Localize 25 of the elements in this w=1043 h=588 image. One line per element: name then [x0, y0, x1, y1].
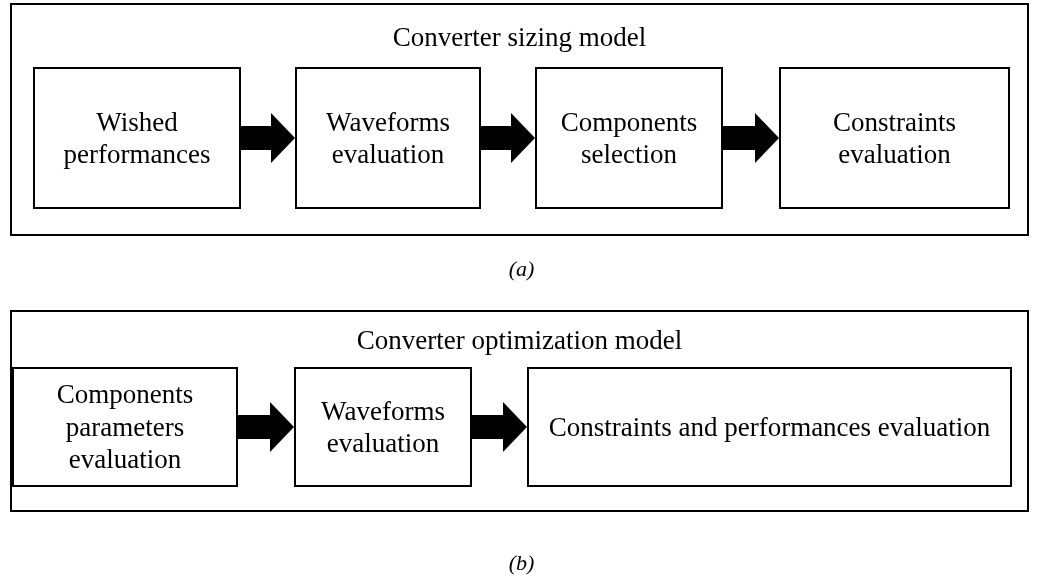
group-frame	[10, 3, 1029, 236]
subfigure-label: (a)	[507, 256, 536, 282]
block-arrow	[472, 402, 527, 452]
subfigure-label: (b)	[507, 550, 536, 576]
box-text: Components selection	[559, 105, 699, 171]
process-box	[294, 367, 472, 487]
process-box	[12, 367, 238, 487]
box-text: Constraints and performances evaluation	[548, 410, 991, 444]
box-text: Wished performances	[62, 105, 212, 171]
process-box	[33, 67, 241, 209]
box-text: Constraints evaluation	[832, 105, 957, 171]
block-arrow	[481, 113, 535, 163]
process-box	[527, 367, 1012, 487]
process-box	[535, 67, 723, 209]
group-frame	[10, 310, 1029, 512]
block-arrow	[238, 402, 294, 452]
block-arrow	[241, 113, 295, 163]
group-title: Converter optimization model	[355, 324, 684, 357]
process-box	[779, 67, 1010, 209]
block-arrow	[723, 113, 779, 163]
process-box	[295, 67, 481, 209]
box-text: Waveforms evaluation	[325, 105, 451, 171]
group-title: Converter sizing model	[391, 21, 648, 54]
box-text: Components parameters evaluation	[55, 378, 195, 476]
box-text: Waveforms evaluation	[320, 394, 446, 460]
